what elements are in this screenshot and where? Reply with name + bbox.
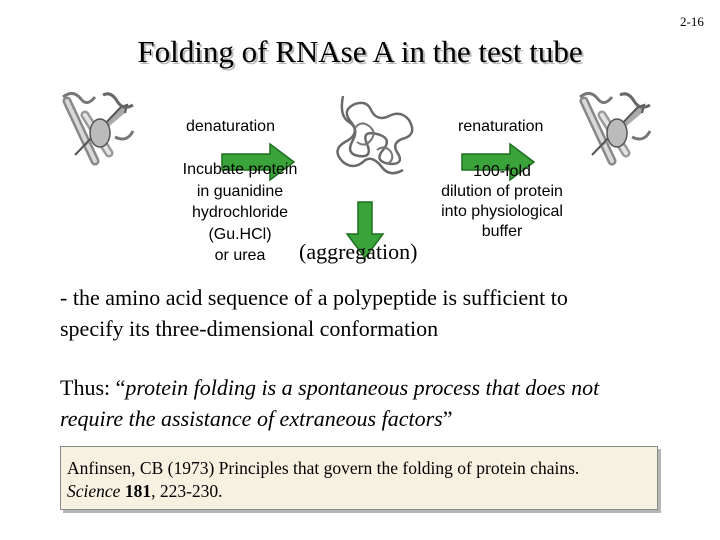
denaturation-desc-line: or urea [214,247,266,264]
aggregation-arrow-icon [345,201,385,260]
denaturation-label: denaturation [186,118,275,135]
citation-line-1: Anfinsen, CB (1973) Principles that gove… [67,458,580,478]
slide-number: 2-16 [680,14,704,29]
quote-prefix: Thus: “ [60,375,126,400]
citation-volume: 181 [124,481,152,501]
aggregation-label: (aggregation) [299,239,418,264]
quote-line-2: require the assistance of extraneous fac… [60,403,690,434]
citation-journal: Science [67,481,121,501]
conclusion-line: specify its three-dimensional conformati… [60,316,439,341]
folded-protein-right-icon [579,92,652,166]
folded-protein-left-icon [62,92,135,166]
page-title: Folding of RNAse A in the test tube [0,34,720,70]
denaturation-desc-line: in guanidine [196,182,284,200]
denaturation-description: Incubate protein in guanidine hydrochlor… [160,159,320,267]
quote-line-1: Thus: “protein folding is a spontaneous … [60,372,690,403]
renaturation-desc-line: 100-fold [473,163,531,180]
renaturation-desc-line: into physiological [441,203,563,220]
denaturation-desc-line: (Gu.HCl) [208,225,272,243]
renaturation-arrow-icon [461,142,536,182]
quote-italic-2: require the assistance of extraneous fac… [60,406,443,431]
quote-suffix: ” [442,406,453,431]
denaturation-desc-line: hydrochloride [191,204,289,221]
denaturation-arrow-icon [221,142,296,182]
citation-line-2: Science 181, 223-230. [67,480,651,503]
citation-pages: , 223-230. [151,481,223,501]
unfolded-protein-icon [336,95,414,175]
renaturation-label: renaturation [458,118,544,135]
conclusion-text: - the amino acid sequence of a polypepti… [60,282,680,344]
citation-box: Anfinsen, CB (1973) Principles that gove… [60,446,658,510]
quote-italic-1: protein folding is a spontaneous process… [125,375,600,400]
renaturation-desc-line: buffer [481,223,523,240]
page-title-text: Folding of RNAse A in the test tube [137,34,583,69]
quote-text: Thus: “protein folding is a spontaneous … [60,372,690,434]
denaturation-desc-line: Incubate protein [182,161,298,178]
conclusion-line: - the amino acid sequence of a polypepti… [60,285,568,310]
renaturation-desc-line: dilution of protein [441,183,563,200]
renaturation-description: 100-fold dilution of protein into physio… [428,162,576,242]
